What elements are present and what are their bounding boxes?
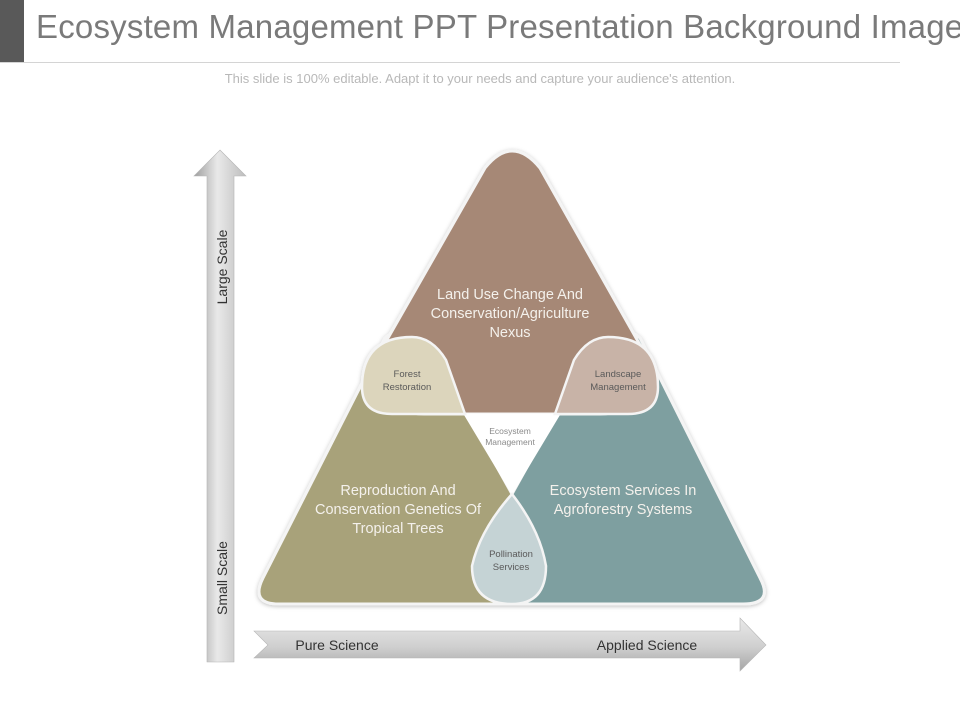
vertical-axis-arrow (193, 149, 247, 663)
overlap-right-petal (553, 335, 660, 416)
center-label: Ecosystem Management (485, 426, 535, 447)
top-triangle-label: Land Use Change And Conservation/Agricul… (430, 287, 590, 341)
right-triangle-label: Ecosystem Services In Agroforestry Syste… (549, 483, 697, 518)
axis-label-pure-science: Pure Science (295, 637, 379, 653)
overlap-right-label: Landscape Management (590, 369, 646, 393)
title-accent-bar (0, 0, 24, 62)
slide-subtitle: This slide is 100% editable. Adapt it to… (224, 71, 736, 86)
axis-label-applied-science: Applied Science (596, 637, 698, 653)
title-divider (0, 62, 900, 63)
center-overlap (463, 413, 561, 495)
horizontal-axis-arrow (253, 617, 767, 672)
axis-label-large-scale: Large Scale (214, 229, 230, 305)
left-triangle-label: Reproduction And Conservation Genetics O… (314, 483, 482, 537)
axis-label-small-scale: Small Scale (214, 541, 230, 615)
overlap-left-petal (360, 335, 467, 416)
overlap-bottom-label: Pollination Services (489, 549, 533, 573)
slide-title: Ecosystem Management PPT Presentation Ba… (36, 8, 960, 45)
overlap-bottom-petal (470, 492, 548, 606)
overlap-left-label: Forest Restoration (382, 369, 432, 393)
